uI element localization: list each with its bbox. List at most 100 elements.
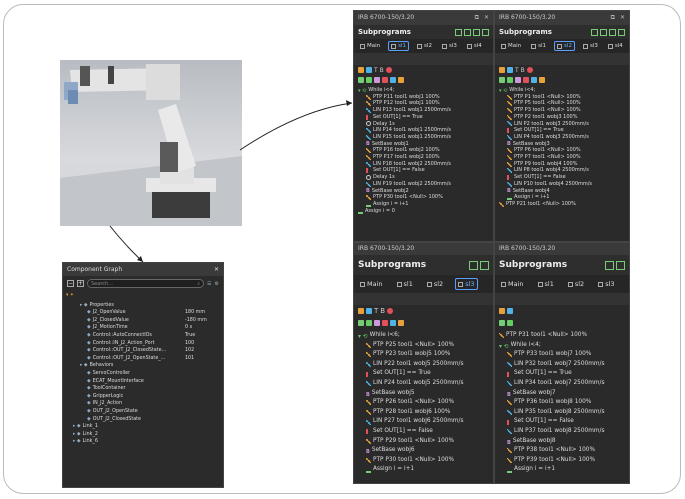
expand-all-icon[interactable]: + <box>77 280 84 287</box>
tab-sl3[interactable]: sl3 <box>455 278 478 290</box>
new-subprogram-icon[interactable] <box>616 260 625 270</box>
print-icon[interactable] <box>374 320 380 326</box>
program-statement[interactable]: ▾ ⟲While i<4; <box>499 87 625 94</box>
program-statement[interactable]: Set OUT[1] == True <box>499 127 625 134</box>
component-tree-item[interactable]: ▸ ◆Link_2 <box>66 431 220 439</box>
lin-icon[interactable] <box>366 308 372 314</box>
component-tree-item[interactable]: ◆IN_J2_Action <box>66 400 220 408</box>
program-statement[interactable]: Set OUT[1] == False <box>358 427 489 437</box>
wait-icon[interactable] <box>390 77 396 83</box>
program-statement[interactable]: Assign i = i+1 <box>358 465 489 475</box>
setout-icon[interactable] <box>382 320 388 326</box>
program-statement[interactable]: PTP P26 tool1 <Null> 100% <box>358 398 489 408</box>
add-subprogram-icon[interactable] <box>605 260 614 270</box>
program-statement[interactable]: PTP P28 tool1 wobj6 100% <box>358 408 489 418</box>
assign-icon[interactable] <box>499 320 505 326</box>
tab-sl1[interactable]: sl1 <box>388 41 410 51</box>
tab-sl3[interactable]: sl3 <box>581 42 600 50</box>
component-tree-item[interactable]: ◆GripperLogic <box>66 393 220 401</box>
add-subprogram-icon[interactable] <box>591 28 598 36</box>
new-subprogram-icon[interactable] <box>600 28 607 36</box>
program-statement[interactable]: Assign i = i+1 <box>499 194 625 201</box>
popout-icon[interactable]: ⧉ <box>610 14 615 21</box>
tab-sl4[interactable]: sl4 <box>606 42 625 50</box>
component-tree-item[interactable]: ◆OUT_J2_ClosedState <box>66 416 220 424</box>
component-tree-item[interactable]: ▸ ◆Link_1 <box>66 423 220 431</box>
component-tree-item[interactable]: ◆OUT_J2_OpenState <box>66 408 220 416</box>
close-icon[interactable]: ✕ <box>619 14 625 21</box>
base-icon[interactable]: B <box>520 66 525 74</box>
program-statement[interactable]: PTP P30 tool1 <Null> 100% <box>358 456 489 466</box>
program-statement[interactable]: PTP P31 tool1 <Null> 100% <box>499 331 625 341</box>
program-statement[interactable]: LIN P13 tool1 wobj1 2500mm/s <box>358 107 489 114</box>
chart-icon[interactable] <box>398 320 404 326</box>
while-icon[interactable] <box>507 77 513 83</box>
program-statement[interactable]: Delay 1s <box>358 174 489 181</box>
add-subprogram-icon[interactable] <box>469 260 478 270</box>
program-statement[interactable]: LIN P15 tool1 wobj1 2500mm/s <box>358 134 489 141</box>
program-statement[interactable]: PTP P30 tool1 <Null> 100% <box>358 194 489 201</box>
program-statement[interactable]: PTP P9 tool1 wobj4 100% <box>499 161 625 168</box>
component-tree-item[interactable]: ▸ ◆Properties <box>66 302 220 310</box>
component-tree-item[interactable]: ◆ServoController <box>66 370 220 378</box>
tab-sl1[interactable]: sl1 <box>529 42 548 50</box>
program-statement[interactable]: LIN P35 tool1 wobj8 2500mm/s <box>499 408 625 418</box>
program-statement[interactable]: Set OUT[1] == True <box>358 114 489 121</box>
base-icon[interactable]: B <box>379 66 384 74</box>
program-statement[interactable]: PTP P16 tool1 wobj2 100% <box>358 147 489 154</box>
program-statement[interactable]: Delay 1s <box>358 121 489 128</box>
gear-icon[interactable]: ⚙ <box>214 280 219 287</box>
close-icon[interactable]: ✕ <box>213 266 219 273</box>
chart-icon[interactable] <box>539 77 545 83</box>
tab-sl2[interactable]: sl2 <box>425 279 445 289</box>
tab-sl1[interactable]: sl1 <box>536 279 556 289</box>
text-icon[interactable]: T <box>374 66 378 74</box>
program-statement[interactable]: Set OUT[1] == True <box>358 369 489 379</box>
stop-icon[interactable] <box>526 67 533 73</box>
tab-sl4[interactable]: sl4 <box>465 42 484 50</box>
program-statement[interactable]: PTP P5 tool1 <Null> 100% <box>499 100 625 107</box>
tab-main[interactable]: Main <box>358 42 382 50</box>
component-tree-item[interactable]: ▸ ◆Link_6 <box>66 438 220 446</box>
program-statement[interactable]: Assign i = 0 <box>358 208 489 215</box>
while-icon[interactable] <box>366 320 372 326</box>
lin-icon[interactable] <box>366 67 372 73</box>
tab-sl3[interactable]: sl3 <box>440 42 459 50</box>
program-statement[interactable]: ▾ ⟲While i<6; <box>358 331 489 341</box>
program-statement[interactable]: Assign i = i+1 <box>499 465 625 475</box>
wait-icon[interactable] <box>390 320 396 326</box>
program-statement[interactable]: PTP P2 tool1 wobj3 100% <box>499 114 625 121</box>
text-icon[interactable]: T <box>515 66 519 74</box>
program-statement[interactable]: Assign i = i+1 <box>358 201 489 208</box>
program-statement[interactable]: LIN P32 tool1 wobj7 2500mm/s <box>499 360 625 370</box>
program-statement[interactable]: LIN P19 tool1 wobj2 2500mm/s <box>358 181 489 188</box>
program-statement[interactable]: LIN P24 tool1 wobj5 2500mm/s <box>358 379 489 389</box>
copy-subprogram-icon[interactable] <box>609 28 616 36</box>
program-statement[interactable]: LIN P14 tool1 wobj1 2500mm/s <box>358 127 489 134</box>
program-statement[interactable]: LIN P2 tool1 wobj3 2500mm/s <box>499 121 625 128</box>
search-input[interactable]: Search...⌕ <box>87 279 205 288</box>
lin-icon[interactable] <box>507 67 513 73</box>
new-subprogram-icon[interactable] <box>464 28 471 36</box>
component-tree-item[interactable]: ◆Control::OUT_J2_OpenState_...101 <box>66 355 220 363</box>
program-statement[interactable]: PTP P3 tool1 <Null> 100% <box>499 107 625 114</box>
program-statement[interactable]: PTP P21 tool1 <Null> 100% <box>499 201 625 208</box>
program-statement[interactable]: PTP P1 tool1 <Null> 100% <box>499 94 625 101</box>
delete-subprogram-icon[interactable] <box>482 28 489 36</box>
program-statement[interactable]: PTP P12 tool1 wobj1 100% <box>358 100 489 107</box>
program-statement[interactable]: LIN P18 tool1 wobj2 2500mm/s <box>358 161 489 168</box>
component-tree-item[interactable]: ◆Control::OUT_J2_ClosedState...102 <box>66 347 220 355</box>
new-subprogram-icon[interactable] <box>480 260 489 270</box>
program-statement[interactable]: PTP P11 tool1 wobj1 100% <box>358 94 489 101</box>
stop-icon[interactable] <box>387 308 394 314</box>
print-icon[interactable] <box>515 77 521 83</box>
